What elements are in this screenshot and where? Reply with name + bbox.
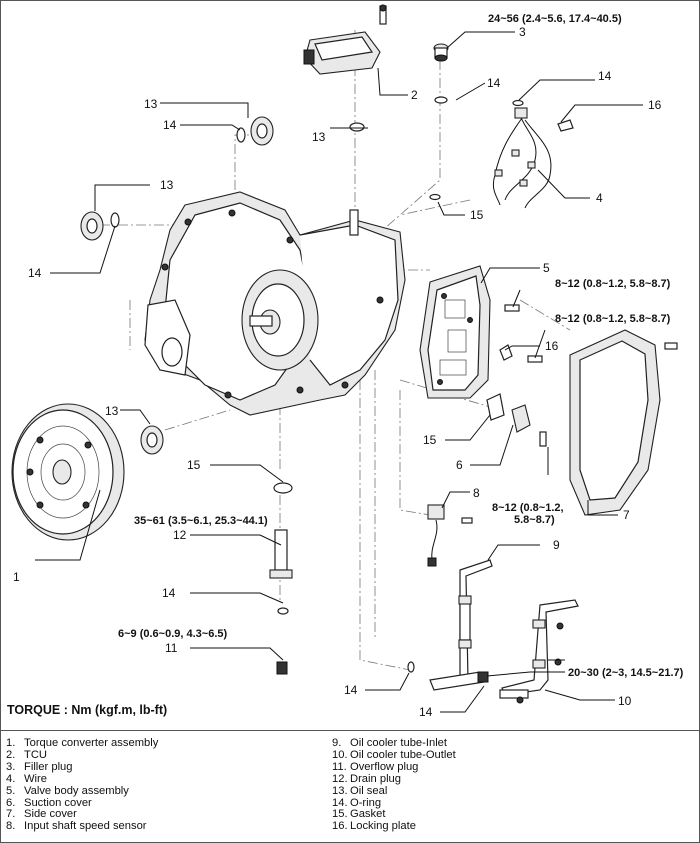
exploded-parts-diagram: 2 3 14 14 16 4 15 13 13 14 13 14 5 16 15… [7, 4, 684, 719]
callout-14-f: 14 [344, 683, 358, 697]
torque-drain-plug: 35~61 (3.5~6.1, 25.3~44.1) [134, 515, 268, 527]
torque-valve-body-1: 8~12 (0.8~1.2, 5.8~8.7) [555, 278, 671, 290]
legend-item: 3.Filler plug [6, 760, 73, 773]
torque-units-caption: TORQUE : Nm (kgf.m, lb-ft) [7, 703, 167, 717]
callout-13-b: 13 [144, 97, 158, 111]
callout-14-b: 14 [598, 69, 612, 83]
side-cover [569, 329, 678, 516]
torque-valve-body-2: 8~12 (0.8~1.2, 5.8~8.7) [555, 313, 671, 325]
legend-item: 5.Valve body assembly [6, 784, 129, 797]
callout-8: 8 [473, 486, 480, 500]
legend-item: 9.Oil cooler tube-Inlet [332, 737, 448, 749]
input-shaft-speed-sensor [427, 504, 473, 567]
legend-column-right: 9.Oil cooler tube-Inlet 10.Oil cooler tu… [332, 737, 456, 833]
valve-body [419, 265, 543, 399]
callout-5: 5 [543, 261, 550, 275]
tcu [303, 4, 387, 75]
callout-16-a: 16 [648, 98, 662, 112]
callout-2: 2 [411, 88, 418, 102]
transmission-case [144, 191, 406, 416]
callout-13-d: 13 [105, 404, 119, 418]
legend-column-left: 1.Torque converter assembly 2.TCU 3.Fill… [6, 737, 159, 833]
torque-specs: 24~56 (2.4~5.6, 17.4~40.5) 8~12 (0.8~1.2… [118, 13, 684, 679]
torque-filler-plug: 24~56 (2.4~5.6, 17.4~40.5) [488, 13, 622, 25]
legend-item: 2.TCU [6, 748, 47, 761]
callout-14-a: 14 [487, 76, 501, 90]
legend-item: 11.Overflow plug [332, 760, 419, 773]
callout-4: 4 [596, 191, 603, 205]
callout-15-c: 15 [187, 458, 201, 472]
legend-divider [0, 730, 700, 731]
suction-cover [486, 393, 547, 447]
legend-item: 15.Gasket [332, 808, 386, 821]
callout-13-c: 13 [160, 178, 174, 192]
legend-item: 14.O-ring [332, 796, 382, 809]
callout-7: 7 [623, 508, 630, 522]
legend-item: 1.Torque converter assembly [6, 737, 159, 749]
torque-overflow-plug: 6~9 (0.6~0.9, 4.3~6.5) [118, 628, 228, 640]
callout-14-d: 14 [28, 266, 42, 280]
callout-10: 10 [618, 694, 632, 708]
callout-6: 6 [456, 458, 463, 472]
torque-suction-cover-line2: 5.8~8.7) [514, 514, 555, 526]
callout-11: 11 [165, 641, 178, 655]
drain-and-overflow-plugs [269, 529, 293, 675]
legend-item: 16.Locking plate [332, 820, 416, 833]
callout-14-e: 14 [162, 586, 176, 600]
callout-1: 1 [13, 570, 20, 584]
callout-16-b: 16 [545, 339, 559, 353]
callout-15-b: 15 [423, 433, 437, 447]
callout-3: 3 [519, 25, 526, 39]
legend-item: 4.Wire [6, 772, 47, 785]
legend-item: 6.Suction cover [6, 796, 92, 809]
callout-15-a: 15 [470, 208, 484, 222]
legend-item: 7.Side cover [6, 808, 77, 821]
callout-14-g: 14 [419, 705, 433, 719]
seals-and-orings [80, 96, 574, 673]
oil-cooler-tubes [429, 559, 579, 704]
callout-12: 12 [173, 528, 187, 542]
torque-converter [11, 403, 125, 541]
wire-harness [492, 107, 552, 209]
callout-9: 9 [553, 538, 560, 552]
leader-lines [35, 31, 643, 713]
callout-labels: 2 3 14 14 16 4 15 13 13 14 13 14 5 16 15… [13, 25, 662, 719]
legend-item: 8.Input shaft speed sensor [6, 820, 147, 833]
callout-13-a: 13 [312, 130, 326, 144]
legend-item: 10.Oil cooler tube-Outlet [332, 748, 456, 761]
torque-suction-cover-line1: 8~12 (0.8~1.2, [492, 502, 564, 514]
legend-item: 13.Oil seal [332, 784, 388, 797]
legend-item: 12.Drain plug [332, 772, 401, 785]
callout-14-c: 14 [163, 118, 177, 132]
torque-oil-cooler-tube: 20~30 (2~3, 14.5~21.7) [568, 667, 684, 679]
filler-plug [433, 43, 449, 62]
